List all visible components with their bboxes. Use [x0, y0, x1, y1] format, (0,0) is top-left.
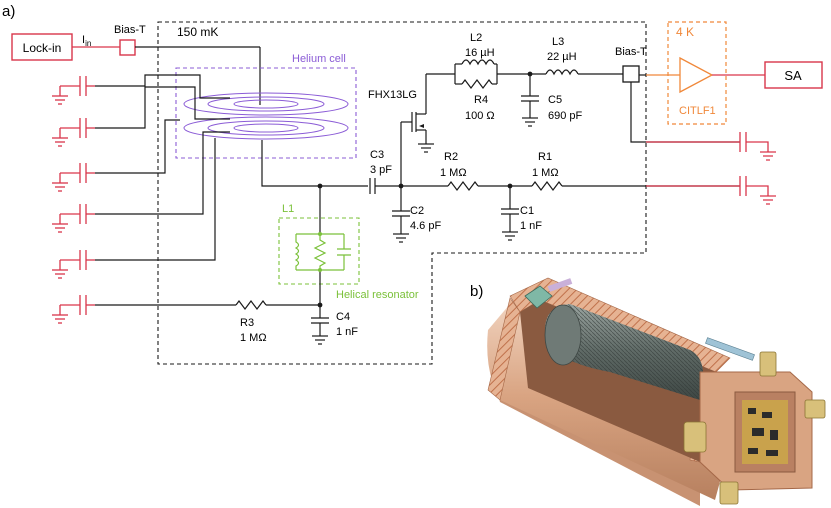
junction: [318, 268, 322, 272]
c2-name: C2: [410, 205, 424, 217]
c2-value: 4.6 pF: [410, 220, 441, 232]
region-150mk: [157, 21, 647, 365]
region-4k: [667, 21, 727, 125]
iin-label: Iin: [82, 34, 91, 48]
dc-line-4: [52, 204, 95, 233]
r2-name: R2: [444, 151, 458, 163]
amplifier-symbol: [679, 56, 714, 94]
dc-line-6: [52, 295, 95, 324]
c3-name: C3: [370, 149, 384, 161]
c5-value: 690 pF: [548, 110, 583, 122]
sa-box: [764, 61, 823, 89]
bias-t-right-label: Bias-T: [615, 46, 647, 58]
c4-name: C4: [336, 311, 350, 323]
fet-transistor: [400, 73, 455, 186]
c1-capacitor: [501, 186, 519, 241]
r3-name: R3: [240, 317, 254, 329]
right-dc-grounds: [739, 132, 776, 205]
c5-capacitor: [521, 74, 539, 127]
electrode-wires: [95, 74, 230, 261]
dc-line-1: [52, 76, 95, 105]
c1-value: 1 nF: [520, 220, 542, 232]
r4-value: 100 Ω: [465, 110, 495, 122]
fet-label: FHX13LG: [368, 89, 417, 101]
bias-t-right-box: [622, 65, 640, 83]
helium-electrodes: [183, 92, 349, 140]
amplifier-label: CITLF1: [679, 105, 716, 117]
panel-a-label: a): [2, 3, 15, 20]
helical-resonator-region: [278, 217, 360, 285]
l2-value: 16 µH: [465, 47, 495, 59]
r2-resistor: [447, 181, 479, 191]
l3-name: L3: [552, 36, 564, 48]
dc-line-5: [52, 250, 95, 279]
helium-cell-region: [175, 67, 357, 159]
l3-inductor: [545, 69, 579, 76]
l2-r4-parallel: [454, 59, 546, 89]
temp-4k-label: 4 K: [676, 25, 694, 39]
dc-bias-lines: [52, 76, 95, 324]
temp-150mk-label: 150 mK: [177, 25, 218, 39]
c4-capacitor: [311, 317, 329, 345]
dc-line-2: [52, 118, 95, 147]
r3-value: 1 MΩ: [240, 332, 267, 344]
sa-label: SA: [784, 68, 802, 83]
resonator-3d-illustration: [487, 277, 826, 506]
bias-t-left-box: [119, 39, 136, 56]
r1-value: 1 MΩ: [532, 167, 559, 179]
c1-name: C1: [520, 205, 534, 217]
resonator-circuit: [294, 233, 351, 271]
l1-label: L1: [282, 203, 294, 215]
c3-value: 3 pF: [370, 164, 392, 176]
r1-name: R1: [538, 151, 552, 163]
junction: [318, 232, 322, 236]
c4-value: 1 nF: [336, 326, 358, 338]
helium-cell-label: Helium cell: [292, 53, 346, 65]
r4-name: R4: [474, 94, 488, 106]
c5-name: C5: [548, 94, 562, 106]
wire: [261, 140, 368, 187]
fet-arrow: [419, 124, 424, 128]
r3-resistor: [235, 300, 267, 310]
c3-capacitor: [369, 178, 376, 194]
helical-resonator-label: Helical resonator: [336, 289, 419, 301]
r1-resistor: [531, 181, 563, 191]
bias-t-left-label: Bias-T: [114, 24, 146, 36]
c2-capacitor: [392, 186, 410, 243]
l3-value: 22 µH: [547, 51, 577, 63]
panel-b-label: b): [470, 283, 483, 300]
l2-name: L2: [470, 32, 482, 44]
lockin-label: Lock-in: [23, 41, 62, 55]
dc-line-3: [52, 163, 95, 192]
r2-value: 1 MΩ: [440, 167, 467, 179]
